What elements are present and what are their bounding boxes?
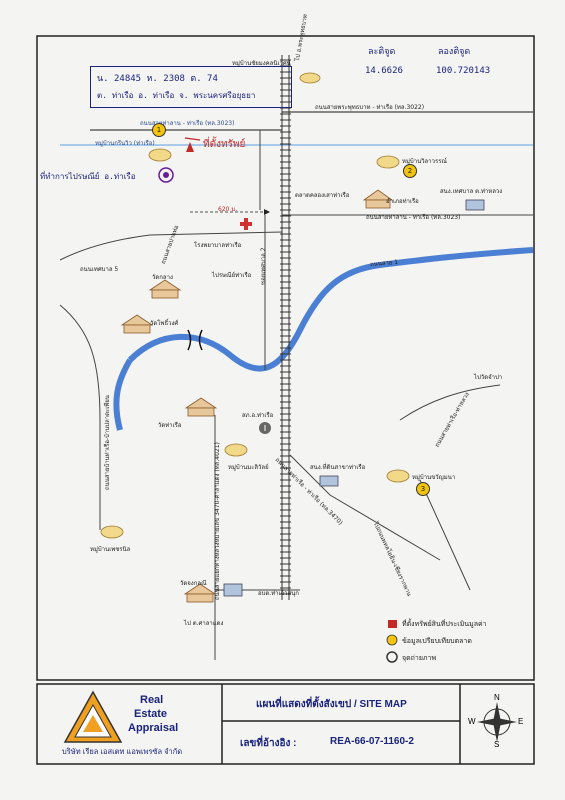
market-comparison-marker-1: 1 bbox=[152, 123, 166, 137]
lat-value: 14.6626 bbox=[365, 66, 403, 76]
map-frame bbox=[36, 35, 535, 681]
building-icon-land-office bbox=[319, 475, 339, 487]
place-hospital: โรงพยาบาลท่าเรือ bbox=[194, 242, 242, 249]
lon-value: 100.720143 bbox=[436, 66, 491, 76]
company-name: บริษัท เรียล เอสเตท แอพเพรซัล จำกัด bbox=[62, 747, 183, 756]
place-post: ไปรษณีย์ท่าเรือ bbox=[212, 272, 252, 279]
place-wat-pho: วัดโพธิ์วงศ์ bbox=[150, 320, 179, 327]
legend-market: ข้อมูลเปรียบเทียบตลาด bbox=[402, 637, 472, 645]
village-icon-greenview bbox=[148, 148, 172, 162]
footer-frame bbox=[36, 683, 535, 765]
logo-line1: Real bbox=[140, 694, 164, 706]
top-road-label: ถนนสายท่าลาน - ท่าเรือ (ทล.3023) bbox=[140, 120, 235, 127]
place-market: ตลาดคลองเสาท่าเรือ bbox=[295, 192, 350, 199]
railway bbox=[280, 55, 291, 600]
distance-label: 620 ม. bbox=[218, 206, 238, 213]
ref-label: เลขที่อ้างอิง : bbox=[240, 738, 297, 749]
village-icon-wilawan bbox=[376, 155, 400, 169]
photo-point-circle bbox=[158, 167, 174, 183]
legend-photo-symbol bbox=[386, 651, 398, 663]
to-saladaeng-label: ไป ต.ศาลาแดง bbox=[184, 620, 224, 627]
south-vertical-label: ถนนสายแยกทางหลวงหมายเลข 3470-ศาลาแดง (ทล… bbox=[214, 442, 221, 600]
legend-subject-symbol bbox=[388, 620, 397, 628]
building-icon-obt bbox=[223, 583, 243, 597]
building-icon-thaluang bbox=[465, 199, 485, 211]
compass-n: N bbox=[494, 693, 500, 702]
place-phetnil: หมู่บ้านเพชรนิล bbox=[90, 546, 131, 553]
place-maliwan: หมู่บ้านมะลิวัลย์ bbox=[228, 464, 269, 471]
rail-road bbox=[289, 454, 441, 561]
left-road bbox=[59, 231, 283, 261]
place-wilawan: หมู่บ้านวิลาวรรณ์ bbox=[402, 158, 447, 165]
compass-icon bbox=[477, 702, 517, 742]
compass-w: W bbox=[468, 717, 476, 726]
lon-label: ลองติจูด bbox=[438, 47, 471, 57]
north-road-label: ถนนสายพระพุทธบาท - ท่าเรือ (ทล.3022) bbox=[315, 104, 425, 111]
west-vertical-road bbox=[59, 304, 101, 530]
compass-e: E bbox=[518, 717, 524, 726]
village-icon-maliwan bbox=[224, 443, 248, 457]
temple-icon-wat-pho bbox=[120, 314, 154, 326]
left-vertical-label: ถนนสายบ้านท่าเรือ-บ้านปลาตะเพียน bbox=[104, 395, 111, 490]
temple-icon-wat-tharuea bbox=[184, 397, 218, 409]
place-land-office: สนง.ที่ดินสาขาท่าเรือ bbox=[310, 464, 366, 471]
place-wat-chongkolni: วัดจงกลณี bbox=[180, 580, 207, 587]
village-icon-phetnil bbox=[100, 525, 124, 539]
village-icon-khwanmana bbox=[386, 469, 410, 483]
ref-number: REA-66-07-1160-2 bbox=[330, 736, 414, 747]
legend-photo: จุดถ่ายภาพ bbox=[402, 654, 437, 662]
place-greenview: หมู่บ้านกรีนวิว (ท่าเรือ) bbox=[95, 140, 155, 147]
place-post-hand: ที่ทำการไปรษณีย์ อ.ท่าเรือ bbox=[40, 172, 136, 181]
compass-s: S bbox=[494, 740, 500, 749]
place-police: สภ.อ.ท่าเรือ bbox=[242, 412, 274, 419]
river-west bbox=[113, 358, 133, 431]
east-road-label: ถนนสายท่าลาน - ท่าเรือ (ทล.3023) bbox=[366, 214, 461, 221]
place-chaimongkol: หมู่บ้านชัยมงคลนิเวศน์ bbox=[232, 60, 291, 67]
place-thaluang: สนง.เทศบาล ต.ท่าหลวง bbox=[440, 188, 503, 195]
place-wat-klang: วัดกลาง bbox=[152, 274, 173, 281]
to-watchampa-label: ไปวัดจำปา bbox=[474, 374, 503, 381]
bridge-icon bbox=[187, 329, 192, 351]
place-obt: อบต.ท่าเจ้าสนุก bbox=[258, 590, 299, 597]
market-comparison-marker-3: 3 bbox=[416, 482, 430, 496]
place-amphoe: อำเภอท่าเรือ bbox=[386, 198, 419, 205]
deed-note-line1: น. 24845 ห. 2308 ต. 74 bbox=[97, 74, 218, 84]
left-road-label: ถนนเทศบาล 5 bbox=[80, 266, 119, 273]
legend-market-symbol bbox=[386, 634, 398, 646]
subject-label: ที่ตั้งทรัพย์ bbox=[203, 139, 246, 150]
place-wat-tharuea: วัดท่าเรือ bbox=[158, 422, 182, 429]
subject-triangle bbox=[186, 142, 194, 152]
right-diag-road bbox=[399, 384, 501, 421]
lat-label: ละติจูด bbox=[368, 47, 396, 57]
market-comparison-marker-2: 2 bbox=[403, 164, 417, 178]
river bbox=[127, 247, 534, 372]
deed-note-box: น. 24845 ห. 2308 ต. 74 ต. ท่าเรือ อ. ท่า… bbox=[90, 66, 292, 108]
place-khwanmana: หมู่บ้านขวัญมนา bbox=[412, 474, 456, 481]
logo-line3: Appraisal bbox=[128, 722, 179, 734]
village-icon-chaimongkol bbox=[299, 72, 321, 84]
map-title: แผนที่แสดงที่ตั้งสังเขป / SITE MAP bbox=[256, 699, 407, 710]
soi-road-label: ซอยเทศบาล 2 bbox=[260, 247, 267, 285]
logo-line2: Estate bbox=[134, 708, 168, 720]
right-lower-road bbox=[419, 479, 471, 591]
deed-note-line2: ต. ท่าเรือ อ. ท่าเรือ จ. พระนครศรีอยุธยา bbox=[97, 91, 256, 100]
legend-subject: ที่ตั้งทรัพย์สินที่ประเมินมูลค่า bbox=[402, 620, 487, 628]
